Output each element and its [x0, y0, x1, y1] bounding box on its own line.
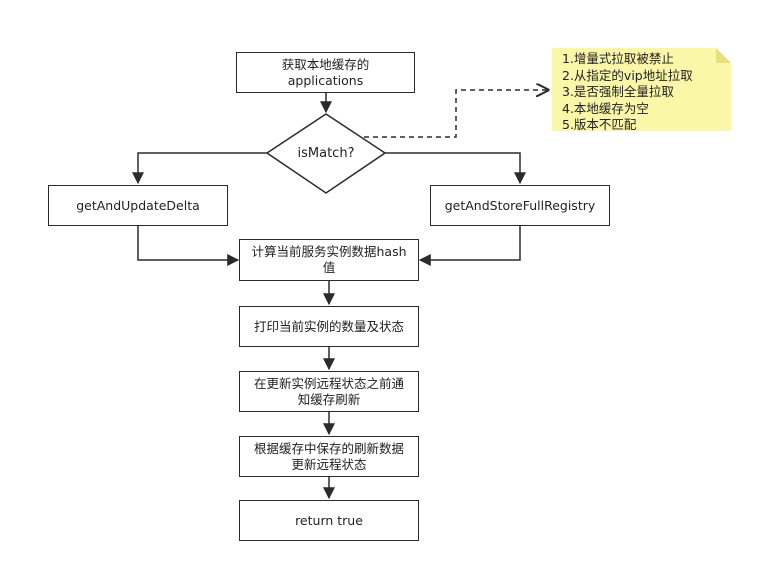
notify-cache-refresh-node: 在更新实例远程状态之前通 知缓存刷新: [239, 371, 419, 412]
note-line-4: 4.本地缓存为空: [562, 100, 649, 116]
note-line-5: 5.版本不匹配: [562, 117, 637, 132]
condition-note: 1.增量式拉取被禁止 2.从指定的vip地址拉取 3.是否强制全量拉取 4.本地…: [562, 51, 693, 134]
ismatch-diamond: [265, 113, 387, 194]
edge-ismatch-to-full: [385, 152, 526, 185]
note-line-1: 1.增量式拉取被禁止: [562, 51, 674, 66]
get-and-store-full-registry-node: getAndStoreFullRegistry: [430, 185, 610, 226]
ismatch-label: isMatch?: [297, 146, 355, 161]
return-true-node: return true: [239, 500, 419, 541]
note-line-2: 2.从指定的vip地址拉取: [562, 67, 693, 83]
edge-ismatch-to-note: [364, 90, 548, 138]
note-shape: [552, 48, 731, 131]
edge-ismatch-to-delta: [132, 152, 267, 185]
note-fold: [716, 48, 731, 63]
print-instance-status-node: 打印当前实例的数量及状态: [239, 306, 419, 347]
get-and-update-delta-node: getAndUpdateDelta: [48, 185, 228, 226]
edge-full-to-hash: [418, 225, 521, 266]
fetch-local-applications-node: 获取本地缓存的 applications: [236, 52, 415, 93]
edge-delta-to-hash: [137, 225, 240, 266]
note-line-3: 3.是否强制全量拉取: [562, 84, 674, 99]
update-remote-status-node: 根据缓存中保存的刷新数据 更新远程状态: [239, 436, 419, 477]
compute-hash-node: 计算当前服务实例数据hash 值: [239, 239, 419, 281]
